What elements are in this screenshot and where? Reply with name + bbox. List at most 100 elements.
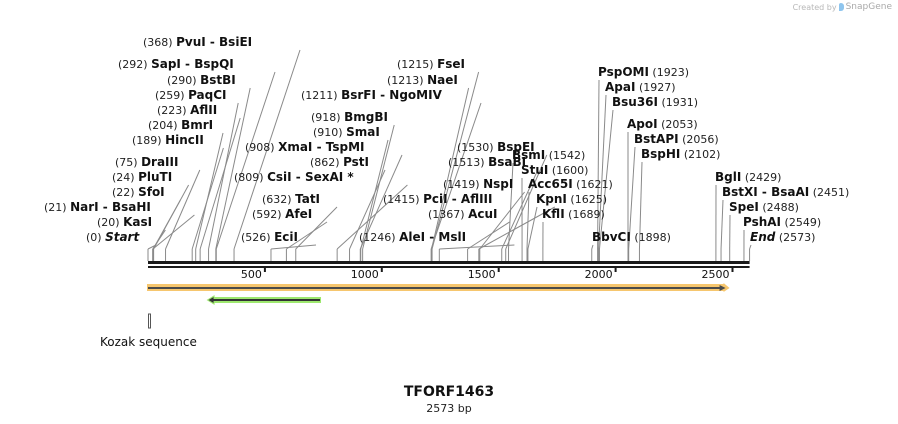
ruler-tick (263, 266, 266, 272)
site-leader-line (295, 206, 338, 250)
site-leader-line (720, 199, 724, 250)
site-leader-line (598, 109, 614, 250)
restriction-site-end[interactable]: End (2573) (750, 230, 815, 244)
restriction-site-kasi[interactable]: (20) KasI (97, 215, 152, 229)
ruler-bottom-line (148, 266, 750, 268)
restriction-site-bstxi[interactable]: BstXI - BsaAI (2451) (722, 185, 849, 199)
watermark-brand: SnapGene (845, 2, 892, 12)
restriction-site-draiii[interactable]: (75) DraIII (115, 155, 178, 169)
restriction-site-acc65i[interactable]: Acc65I (1621) (528, 177, 613, 191)
restriction-site-sfoi[interactable]: (22) SfoI (112, 185, 165, 199)
site-leader-line (362, 124, 395, 250)
restriction-site-pshai[interactable]: PshAI (2549) (743, 215, 821, 229)
sequence-length: 2573 bp (426, 402, 472, 415)
restriction-site-nari[interactable]: (21) NarI - BsaHI (44, 200, 151, 214)
restriction-site-xmai[interactable]: (908) XmaI - TspMI (245, 140, 364, 154)
restriction-site-aflii[interactable]: (223) AflII (157, 103, 217, 117)
orf-forward-arrow-icon (719, 285, 726, 291)
site-leader-line (215, 87, 251, 250)
restriction-site-bspei[interactable]: (1530) BspEI (457, 140, 535, 154)
restriction-site-smai[interactable]: (910) SmaI (313, 125, 380, 139)
restriction-site-bgli[interactable]: BglI (2429) (715, 170, 781, 184)
restriction-site-bbvci[interactable]: BbvCI (1898) (592, 230, 671, 244)
restriction-site-alei[interactable]: (1246) AleI - MslI (359, 230, 466, 244)
site-leader-line (467, 221, 510, 250)
site-leader-line (501, 169, 539, 250)
restriction-site-spei[interactable]: SpeI (2488) (729, 200, 799, 214)
features (147, 283, 730, 329)
ruler-tick-label: 2500 (702, 268, 730, 281)
site-leader-line (430, 102, 482, 250)
restriction-site-apoi[interactable]: ApoI (2053) (627, 117, 698, 131)
site-leader-line (527, 206, 538, 250)
site-leader-line (591, 244, 594, 250)
ruler-tick-label: 500 (241, 268, 262, 281)
ruler-tick-label: 1000 (351, 268, 379, 281)
site-leader-line (628, 146, 636, 250)
ruler-tick-label: 2000 (585, 268, 613, 281)
site-leader-line (199, 117, 241, 250)
site-leader-line (439, 244, 515, 250)
site-leader-line (431, 71, 480, 250)
kozak-sequence-marker[interactable] (148, 313, 151, 329)
restriction-site-apai[interactable]: ApaI (1927) (605, 80, 676, 94)
restriction-site-bsmi[interactable]: BsmI (1542) (512, 148, 585, 162)
site-leader-line (349, 169, 386, 250)
snapgene-logo-icon (838, 3, 844, 11)
site-leader-line (270, 244, 317, 250)
restriction-site-start[interactable]: (0) Start (86, 230, 140, 244)
restriction-site-paqci[interactable]: (259) PaqCI (155, 88, 227, 102)
restriction-site-naei[interactable]: (1213) NaeI (387, 73, 458, 87)
restriction-site-bsabi[interactable]: (1513) BsaBI (448, 155, 526, 169)
ruler: 500 1000 1500 2000 2500 (148, 261, 750, 281)
ruler-tick-label: 1500 (468, 268, 496, 281)
restriction-site-csii[interactable]: (809) CsiI - SexAI * (234, 170, 354, 184)
site-leader-line (505, 154, 548, 250)
restriction-site-pvui[interactable]: (368) PvuI - BsiEI (143, 35, 252, 49)
restriction-site-afei[interactable]: (592) AfeI (252, 207, 312, 221)
restriction-site-acui[interactable]: (1367) AcuI (428, 207, 498, 221)
site-leader-line (359, 154, 403, 250)
restriction-site-bmgbi[interactable]: (918) BmgBI (311, 110, 388, 124)
restriction-site-sapi[interactable]: (292) SapI - BspQI (118, 57, 234, 71)
site-leader-line (165, 169, 201, 250)
watermark-prefix: Created by (792, 2, 837, 12)
restriction-site-psti[interactable]: (862) PstI (310, 155, 369, 169)
restriction-site-bsu36i[interactable]: Bsu36I (1931) (612, 95, 698, 109)
orf-reverse-arrow-icon (208, 297, 214, 303)
restriction-site-ecii[interactable]: (526) EciI (241, 230, 298, 244)
site-leader-line (478, 206, 556, 250)
site-leader-line (233, 49, 301, 250)
restriction-site-bsrfi[interactable]: (1211) BsrFI - NgoMIV (301, 88, 443, 102)
site-leader-line (147, 244, 157, 250)
orf-forward-arrowhead-icon (723, 283, 730, 292)
restriction-site-pspomi[interactable]: PspOMI (1923) (598, 65, 689, 79)
restriction-site-tati[interactable]: (632) TatI (262, 192, 320, 206)
snapgene-watermark: Created by SnapGene (793, 2, 892, 12)
site-lines (147, 49, 752, 261)
site-leader-line (208, 102, 239, 250)
restriction-site-pluti[interactable]: (24) PluTI (112, 170, 172, 184)
kozak-sequence-label[interactable]: Kozak sequence (100, 335, 197, 349)
site-leader-line (152, 214, 195, 250)
site-leader-line (479, 191, 525, 250)
restriction-site-stui[interactable]: StuI (1600) (521, 163, 588, 177)
restriction-site-fsei[interactable]: (1215) FseI (397, 57, 465, 71)
site-leader-line (215, 71, 276, 250)
restriction-site-bstapi[interactable]: BstAPI (2056) (634, 132, 719, 146)
restriction-site-bstbi[interactable]: (290) BstBI (167, 73, 236, 87)
ruler-tick (497, 266, 500, 272)
restriction-site-hincii[interactable]: (189) HincII (132, 133, 204, 147)
ruler-tick (380, 266, 383, 272)
site-leader-line (526, 191, 530, 250)
restriction-site-nspi[interactable]: (1419) NspI (443, 177, 513, 191)
sequence-title: TFORF1463 (403, 384, 495, 400)
site-leader-line (597, 79, 600, 250)
restriction-site-kpni[interactable]: KpnI (1625) (536, 192, 607, 206)
restriction-site-bsphi[interactable]: BspHI (2102) (641, 147, 720, 161)
restriction-site-bmri[interactable]: (204) BmrI (148, 118, 213, 132)
restriction-site-pcii[interactable]: (1415) PciI - AflIII (383, 192, 493, 206)
site-labels: (368) PvuI - BsiEI (292) SapI - BspQI (290… (44, 35, 849, 244)
restriction-site-kfli[interactable]: KflI (1689) (542, 207, 605, 221)
